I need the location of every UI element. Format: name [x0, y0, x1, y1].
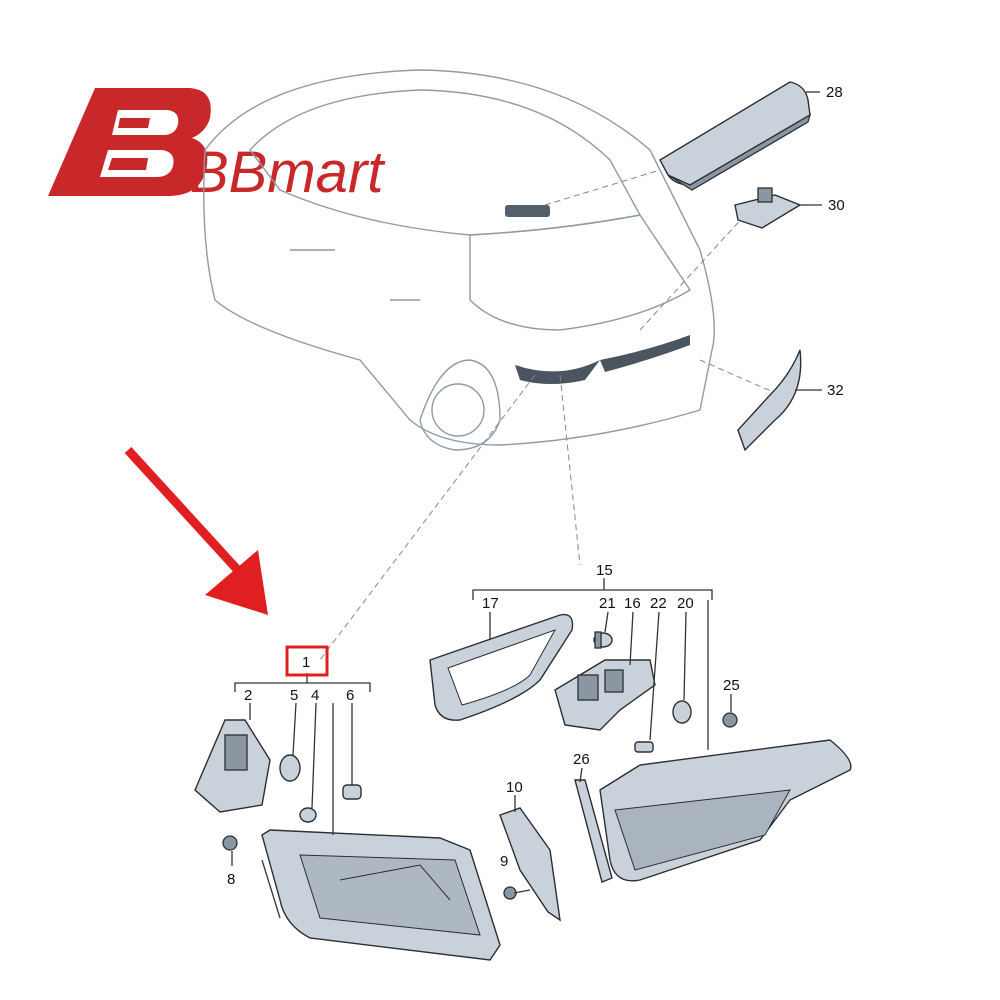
callout-8: 8	[227, 871, 235, 888]
callout-9: 9	[500, 853, 508, 870]
part-22-bulb	[634, 741, 654, 753]
callout-22: 22	[650, 595, 667, 612]
connector-lines	[319, 169, 781, 661]
part-4-bulb	[299, 807, 317, 823]
part-2-bulb-carrier	[194, 719, 271, 813]
part-30-plate-light	[734, 187, 802, 229]
callout-1: 1	[302, 654, 310, 671]
callout-6: 6	[346, 687, 354, 704]
part-21-bulb	[593, 631, 613, 649]
part-28-brake-light	[659, 81, 812, 191]
red-pointer-arrow-icon	[124, 446, 268, 615]
part-26-trim	[574, 779, 613, 883]
callout-10: 10	[506, 779, 523, 796]
callout-labels: 28 30 32 15 17 21 16 22 20 25 1 2 5 4 6 …	[227, 84, 845, 888]
part-6-plug	[342, 784, 362, 800]
callout-20: 20	[677, 595, 694, 612]
part-32-reflector	[737, 349, 802, 452]
callout-32: 32	[827, 382, 844, 399]
part-16-bulb-holder	[554, 659, 656, 731]
highlight-box-part-1	[285, 645, 329, 677]
car-illustration	[203, 69, 715, 451]
callout-30: 30	[828, 197, 845, 214]
leader-lines	[231, 91, 822, 919]
part-20-bulb	[672, 700, 692, 724]
callout-16: 16	[624, 595, 641, 612]
part-25-nut	[722, 712, 738, 728]
brand-name: BBmart	[190, 140, 386, 205]
callout-5: 5	[290, 687, 298, 704]
callout-26: 26	[573, 751, 590, 768]
callout-17: 17	[482, 595, 499, 612]
callout-25: 25	[723, 677, 740, 694]
part-5-bulb	[279, 754, 301, 782]
part-17-gasket	[429, 613, 574, 721]
part-15-inner-tail-light	[599, 739, 852, 882]
part-9-screw	[503, 886, 531, 900]
callout-2: 2	[244, 687, 252, 704]
callout-15: 15	[596, 562, 613, 579]
callout-4: 4	[311, 687, 319, 704]
part-8-nut	[222, 835, 238, 851]
callout-21: 21	[599, 595, 616, 612]
part-10-bracket	[499, 807, 561, 922]
callout-28: 28	[826, 84, 843, 101]
part-1-outer-tail-light	[261, 829, 501, 961]
bbmart-logo-icon	[48, 88, 211, 196]
